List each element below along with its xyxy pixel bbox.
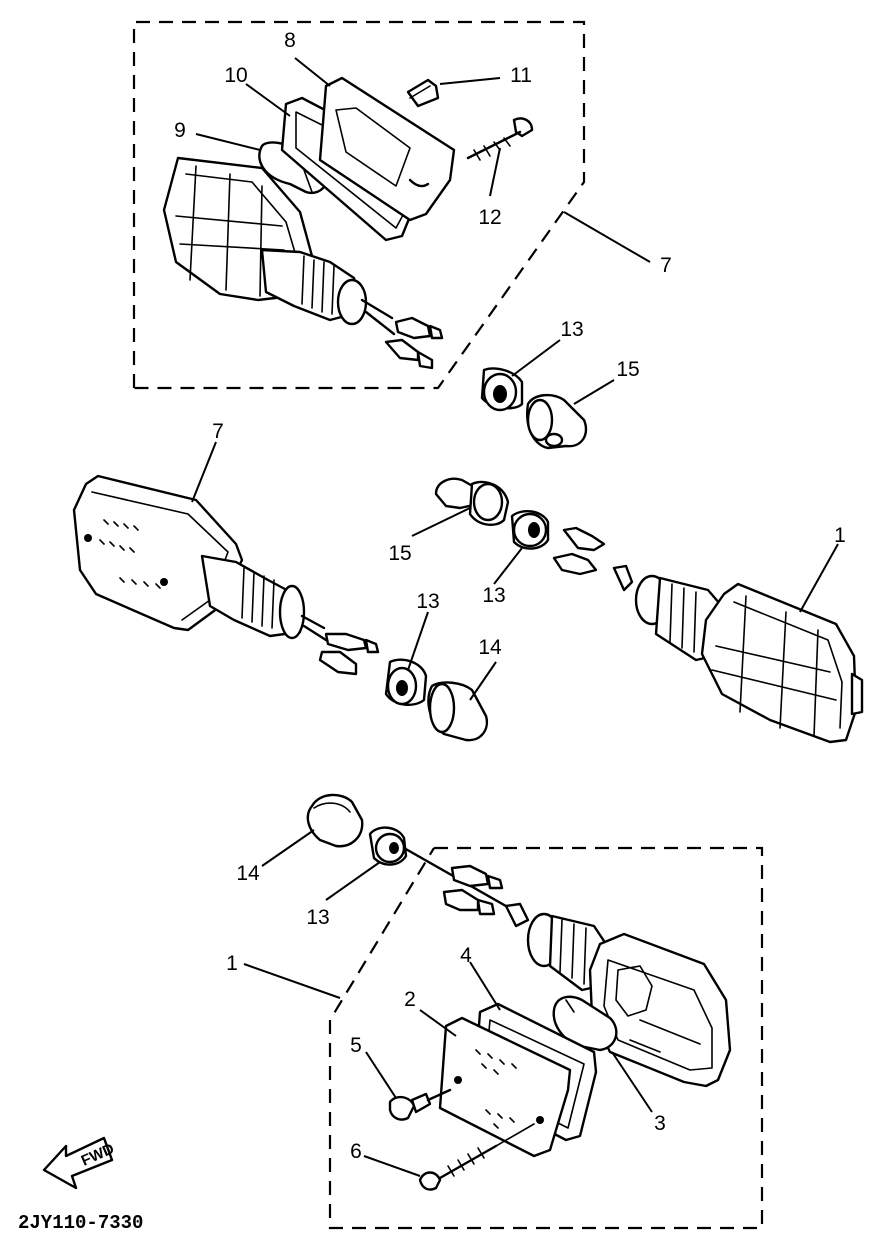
callout-6: 6 — [350, 1140, 362, 1163]
upper-wire-terminals — [384, 316, 444, 370]
grommet-13-lower — [368, 826, 408, 866]
upper-leader-lines — [195, 57, 651, 405]
assembly-1-boundary — [328, 846, 764, 1230]
grommet-13-upper — [480, 367, 524, 412]
callout-13-lower: 13 — [306, 906, 329, 929]
cap-14-lower — [306, 793, 364, 848]
callout-13-middle-right: 13 — [482, 584, 505, 607]
upper-flasher-housing — [162, 156, 396, 336]
callout-4: 4 — [460, 944, 472, 967]
screw-12 — [466, 117, 534, 161]
callout-5: 5 — [350, 1034, 362, 1057]
callout-7-upper: 7 — [660, 254, 672, 277]
lens-2 — [438, 1016, 572, 1158]
boot-15-middle — [434, 477, 510, 526]
lower-leader-lines — [243, 829, 653, 1177]
bulb-3 — [552, 995, 618, 1052]
grommet-13-middle-left — [384, 658, 428, 706]
left-assembled-flasher — [72, 474, 380, 676]
screw-5 — [388, 1088, 452, 1121]
callout-11: 11 — [510, 64, 532, 87]
forward-direction-arrow: FWD — [42, 1136, 117, 1190]
cap-14-middle — [427, 681, 489, 742]
callout-1-lower: 1 — [226, 952, 238, 975]
callout-10: 10 — [224, 64, 247, 87]
callout-13-middle-left: 13 — [416, 590, 439, 613]
drawing-code: 2JY110-7330 — [18, 1212, 143, 1234]
screw-6 — [418, 1123, 535, 1191]
callout-15-middle: 15 — [388, 542, 411, 565]
boot-15-upper — [526, 393, 588, 450]
callout-12: 12 — [478, 206, 501, 229]
screw-11 — [406, 78, 440, 108]
callout-9: 9 — [174, 119, 186, 142]
grommet-13-middle-right — [510, 510, 550, 550]
lens-8 — [318, 76, 456, 222]
lower-flasher-housing — [526, 912, 732, 1088]
callout-15-upper: 15 — [616, 358, 639, 381]
callout-8: 8 — [284, 29, 296, 52]
callout-13-upper: 13 — [560, 318, 583, 341]
right-assembled-flasher — [552, 526, 864, 744]
callout-1-middle: 1 — [834, 524, 846, 547]
assembly-7-boundary — [132, 20, 586, 390]
callout-2: 2 — [404, 988, 416, 1011]
lower-wire-terminals — [402, 846, 530, 928]
callout-3: 3 — [654, 1112, 666, 1135]
middle-leader-lines — [191, 441, 839, 701]
callout-labels: 8 10 11 9 12 7 13 15 7 1 15 13 13 14 14 … — [174, 29, 846, 1163]
callout-14-lower: 14 — [236, 862, 260, 885]
callout-7-middle: 7 — [212, 420, 224, 443]
callout-14-middle: 14 — [478, 636, 502, 659]
